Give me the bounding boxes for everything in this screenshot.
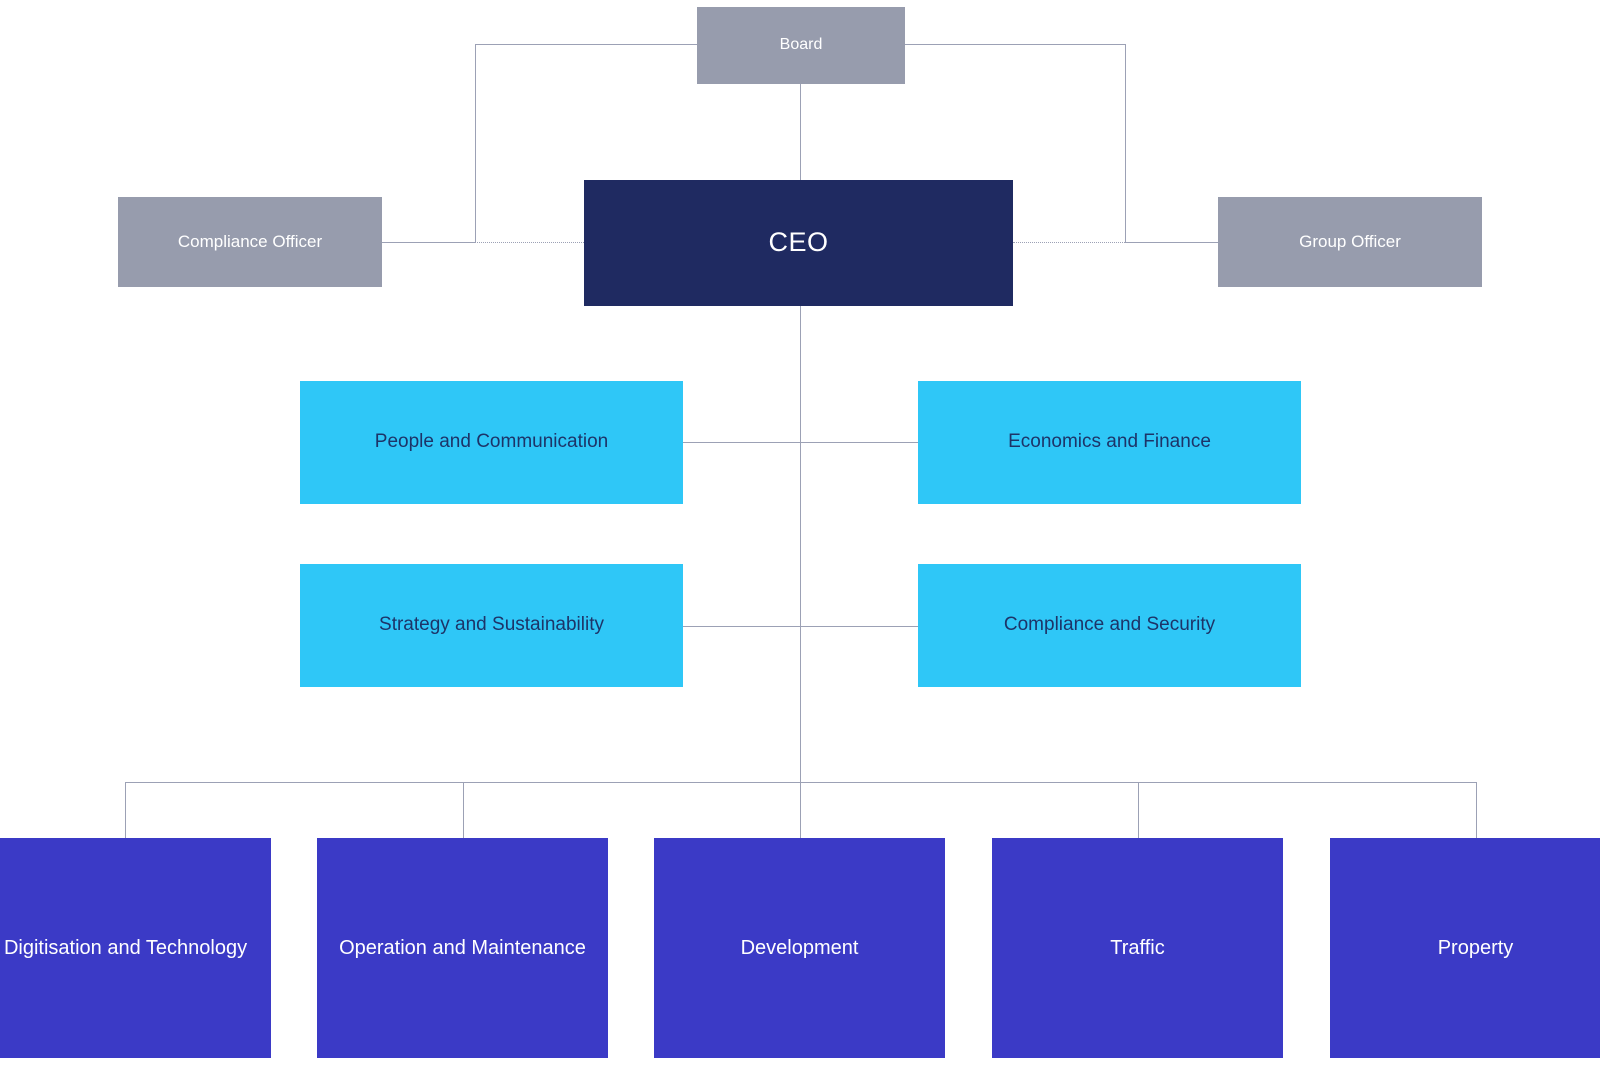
node-operation-and-maintenance: Operation and Maintenance [317, 838, 608, 1058]
connector-compliance-dotted [475, 242, 584, 243]
connector-ceo-divisions [800, 306, 801, 838]
connector-divisions-bus [125, 782, 1476, 783]
node-traffic: Traffic [992, 838, 1283, 1058]
connector-division-drop-5 [1476, 782, 1477, 838]
connector-board-right [905, 44, 1125, 45]
connector-group-solid [1125, 242, 1218, 243]
node-economics-and-finance: Economics and Finance [918, 381, 1301, 504]
connector-right-drop [1125, 44, 1126, 242]
node-strategy-and-sustainability: Strategy and Sustainability [300, 564, 683, 687]
node-compliance-and-security: Compliance and Security [918, 564, 1301, 687]
node-compliance-officer: Compliance Officer [118, 197, 382, 287]
node-board: Board [697, 7, 905, 84]
connector-board-left [475, 44, 697, 45]
connector-staff-row2 [683, 626, 918, 627]
node-property: Property [1330, 838, 1600, 1058]
connector-division-drop-4 [1138, 782, 1139, 838]
node-people-and-communication: People and Communication [300, 381, 683, 504]
connector-compliance-solid [382, 242, 475, 243]
connector-division-drop-2 [463, 782, 464, 838]
connector-board-ceo [800, 84, 801, 180]
connector-staff-row1 [683, 442, 918, 443]
node-ceo: CEO [584, 180, 1013, 306]
node-group-officer: Group Officer [1218, 197, 1482, 287]
node-digitisation-and-technology: Digitisation and Technology [0, 838, 271, 1058]
node-development: Development [654, 838, 945, 1058]
connector-group-dotted [1013, 242, 1125, 243]
connector-left-drop [475, 44, 476, 242]
connector-division-drop-1 [125, 782, 126, 838]
